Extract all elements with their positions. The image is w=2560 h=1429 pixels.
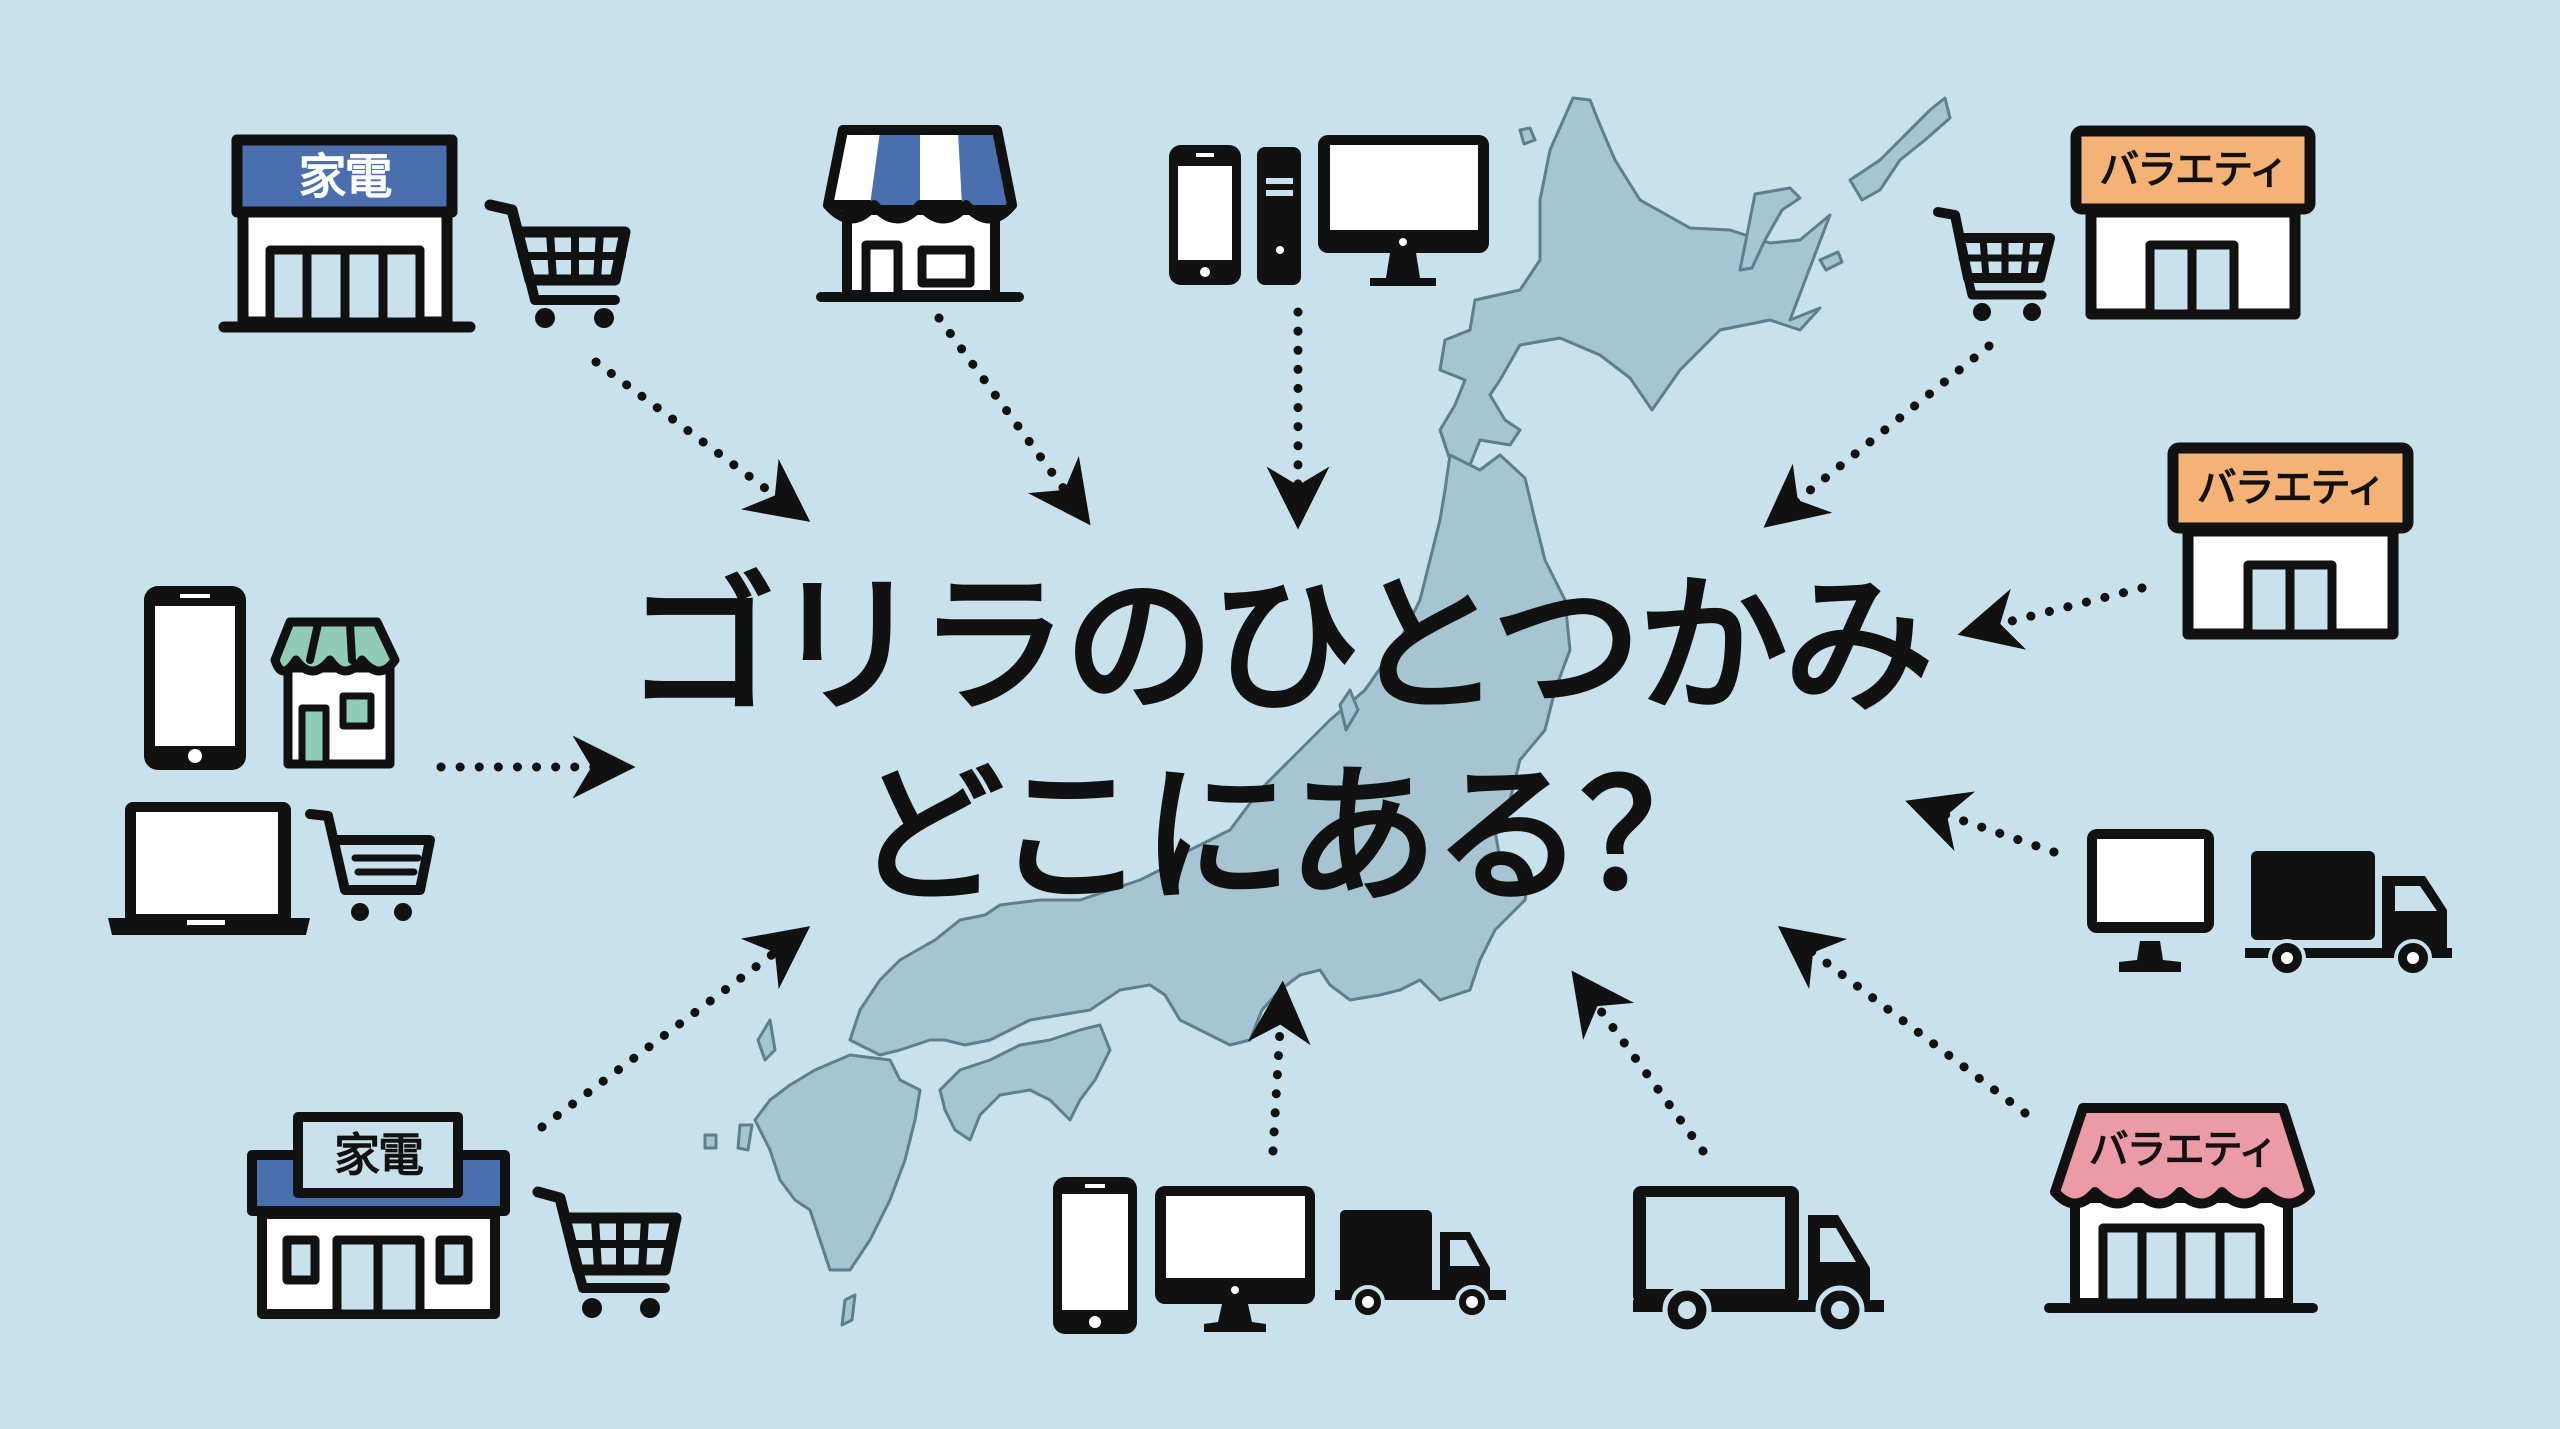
appliance-store-icon xyxy=(218,134,476,333)
shopping-cart-icon xyxy=(532,1186,682,1318)
dotted-arrow-icon xyxy=(934,313,1091,526)
variety-store-icon xyxy=(2167,442,2414,640)
delivery-truck-icon xyxy=(2245,851,2452,977)
page-title-line-1: ゴリラのひとつかみ xyxy=(626,560,1934,734)
shopping-cart-icon xyxy=(305,809,435,921)
monitor-icon xyxy=(1155,1186,1315,1332)
dotted-arrow-icon xyxy=(1571,970,1708,1156)
delivery-truck-icon xyxy=(1633,1186,1884,1335)
dotted-arrow-icon xyxy=(591,357,811,522)
map-kuril-islands xyxy=(1738,186,1802,272)
dotted-arrow-icon xyxy=(1957,583,2147,650)
smartphone-icon xyxy=(1169,145,1241,285)
variety-store-icon xyxy=(2070,125,2316,320)
monitor-icon xyxy=(2087,829,2214,972)
monitor-icon xyxy=(1318,135,1489,286)
shop-awning-icon xyxy=(270,617,400,769)
appliance-store-icon xyxy=(247,1112,510,1319)
variety-store-icon xyxy=(2044,1103,2318,1313)
map-shikoku xyxy=(938,1023,1112,1142)
variety-sign-label: バラエティ xyxy=(2099,147,2289,193)
smartphone-icon xyxy=(144,586,246,770)
dotted-arrow-icon xyxy=(1905,791,2059,857)
shopping-cart-icon xyxy=(1933,207,2055,321)
smartphone-icon xyxy=(1053,1177,1137,1334)
map-honshu xyxy=(848,453,1572,1057)
delivery-truck-icon xyxy=(1335,1210,1506,1319)
shopping-cart-icon xyxy=(484,199,631,328)
kaden-sign-label: 家電 xyxy=(298,149,392,205)
dotted-arrow-icon xyxy=(1247,980,1311,1156)
variety-sign-label: バラエティ xyxy=(2196,465,2387,511)
map-kyushu xyxy=(753,1053,922,1272)
variety-sign-label: バラエティ xyxy=(2088,1127,2279,1173)
laptop-icon xyxy=(108,802,310,935)
kaden-sign-label: 家電 xyxy=(334,1128,424,1182)
dotted-arrow-icon xyxy=(537,926,811,1132)
dotted-arrow-icon xyxy=(1777,925,2030,1118)
shop-awning-icon xyxy=(816,125,1024,302)
page-title-line-2: どこにある？ xyxy=(854,750,1730,924)
desktop-tower-icon xyxy=(1257,147,1301,285)
